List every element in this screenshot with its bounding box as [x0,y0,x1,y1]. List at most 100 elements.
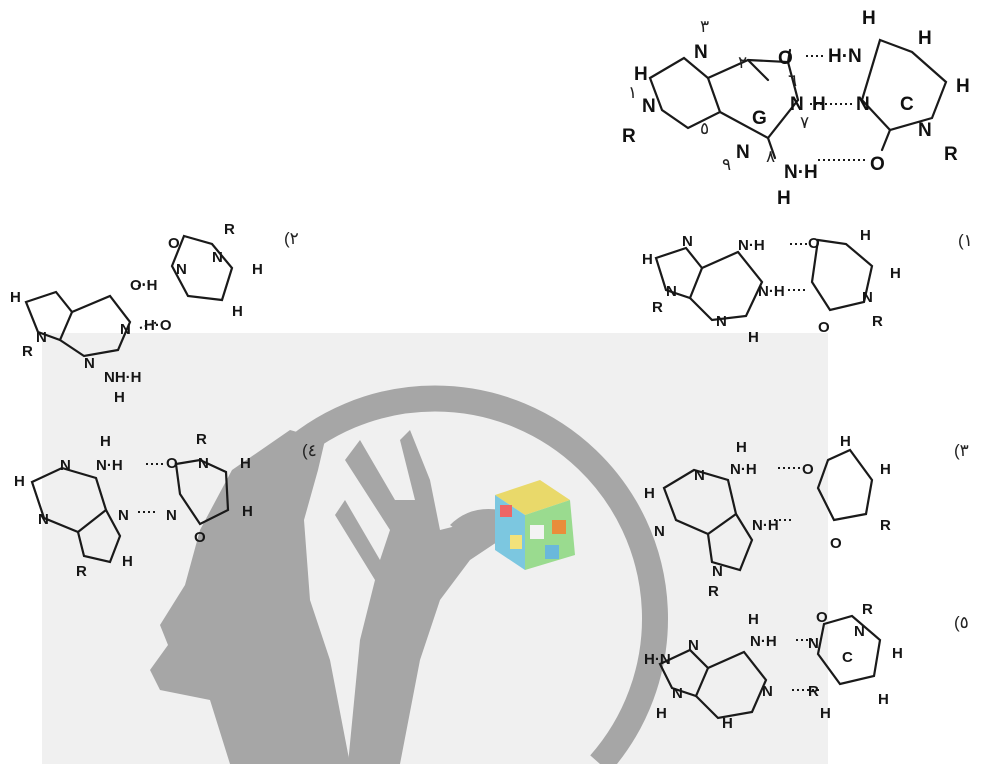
atom-n: N [666,283,677,300]
atom-n: N [856,94,870,115]
atom-h: H [878,691,889,708]
atom-o: O [802,461,814,478]
atom-h: H [14,473,25,490]
atom-h: H [10,289,21,306]
atom-n: N [212,249,223,266]
reference-gc-pair: H N N R N O N H N·H H G H·N H H H N C N … [622,8,970,209]
atom-n: H [722,715,733,732]
atom-o: O [194,529,206,546]
atom-h: H [100,433,111,450]
atom-r: R [22,343,33,360]
atom-n: N [166,507,177,524]
option-label: (٥ [954,613,969,632]
atom-n: N [60,457,71,474]
hand-number: ٧ [800,113,809,132]
atom-n: N·H [784,162,818,183]
atom-h: H·N [644,651,671,668]
atom-h: H [232,303,243,320]
atom-nh: N·H [752,517,779,534]
atom-oh: O·H [130,277,158,294]
hand-number: ٥ [700,119,709,138]
atom-o: O [168,235,180,252]
atom-h: H [890,265,901,282]
atom-n: N [854,623,865,640]
atom-n: N [694,467,705,484]
atom-o: O [808,235,820,252]
atom-n: N [672,685,683,702]
hand-number: ٢ [738,53,747,72]
atom-n: N [642,96,656,117]
atom-h: H [956,76,970,97]
atom-r: R [622,126,636,147]
atom-h: H [240,455,251,472]
atom-n: N [716,313,727,330]
atom-r: H [656,705,667,722]
atom-r: R [708,583,719,600]
atom-r: R [880,517,891,534]
atom-n: N [736,142,750,163]
atom-r: R [862,601,873,618]
atom-hn: H·N [828,46,862,67]
atom-n: N [918,120,932,141]
atom-r: R [944,144,958,165]
option-4: (٤ H N·H O R N H H N N H N R H N O [14,431,317,580]
atom-o: O [816,609,828,626]
atom-nh: NH·H [104,369,142,386]
atom-n: N [688,637,699,654]
atom-n: N [120,321,131,338]
atom-n: N [762,683,773,700]
rubiks-cube-icon [495,480,575,570]
atom-n: N [84,355,95,372]
atom-h: H [918,28,932,49]
atom-n: N [682,233,693,250]
atom-h: H [777,188,791,209]
option-label: (٢ [284,229,299,248]
atom-h: H [862,8,876,29]
atom-o: O [818,319,830,336]
atom-o: O [830,535,842,552]
option-1: (١ H N R N N H N·H O N·H H H O N R [642,227,973,346]
atom-n: N [654,523,665,540]
base-label-c: C [842,649,853,666]
atom-h: H [892,645,903,662]
atom-h: H [242,503,253,520]
atom-nh: N·H [738,237,765,254]
hand-number: ١ [628,83,637,102]
atom-o: O [166,455,178,472]
option-3: (٣ H N·H O H H N N N·H N R O R H [644,433,969,600]
option-5: (٥ O R N C H H N·H N H N N H·N R H H N H [644,601,969,732]
atom-n: N [808,635,819,652]
atom-r: R [652,299,663,316]
atom-h: H [634,64,648,85]
atom-n: N [790,94,804,115]
atom-h: H [114,389,125,406]
option-label: (٤ [302,441,317,460]
atom-h: H [642,251,653,268]
option-2: (٢ O R N H H N O·H N H·O H R N N NH·H H [10,221,299,406]
atom-nh: N·H [750,633,777,650]
atom-n: N [862,289,873,306]
atom-r: R [224,221,235,238]
base-label-g: G [752,108,767,129]
atom-nh: N [118,507,129,524]
hand-number: ٦ [788,71,797,90]
watermark-head-icon [150,430,350,764]
atom-nh: N·H [730,461,757,478]
atom-h: H [748,611,759,628]
atom-nh: N·H [758,283,785,300]
hand-number: ٨ [766,147,775,166]
atom-hn: R [808,683,819,700]
atom-o: O [870,154,885,175]
atom-h: H [736,439,747,456]
atom-h: H [880,461,891,478]
atom-n: N [36,329,47,346]
atom-nh: N·H [96,457,123,474]
base-label-c: C [900,94,914,115]
atom-n: N [712,563,723,580]
atom-r: R [76,563,87,580]
atom-h: H [122,553,133,570]
atom-h: H [812,94,826,115]
atom-r: R [196,431,207,448]
atom-o: O [778,48,793,69]
